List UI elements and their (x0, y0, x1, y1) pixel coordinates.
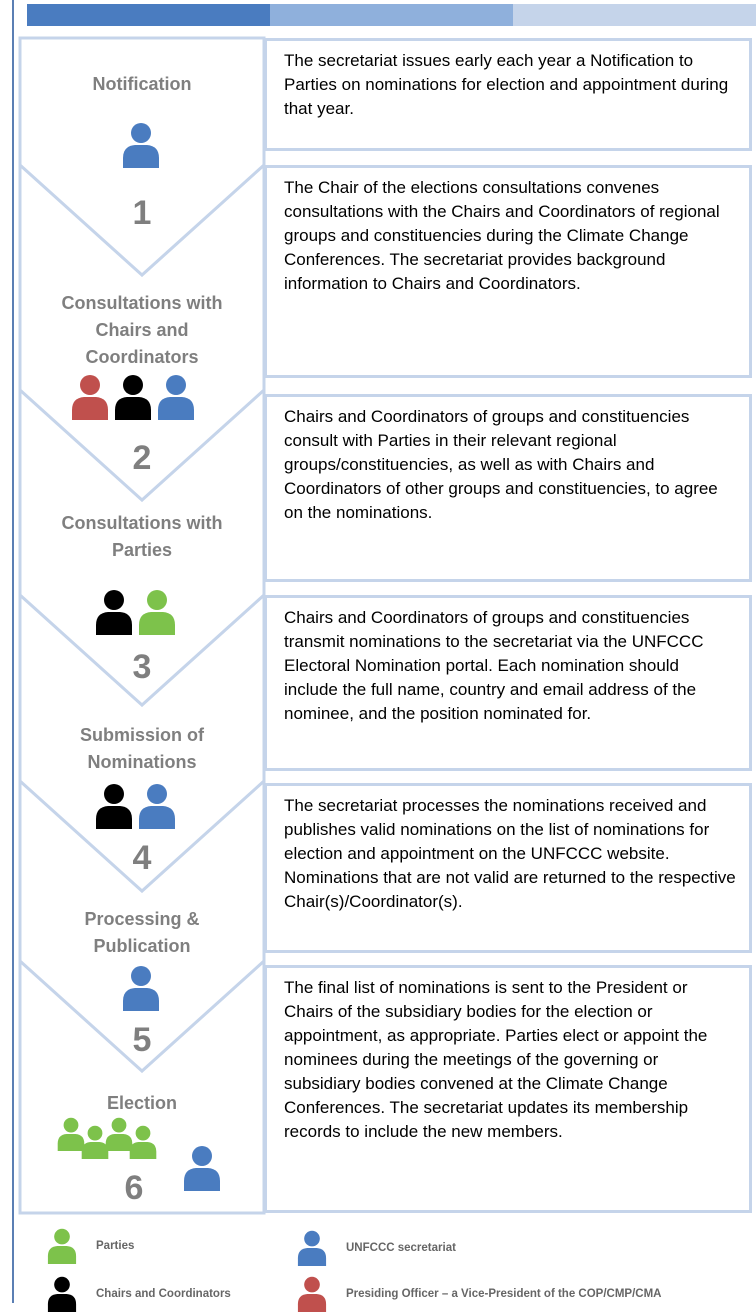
stage-number-5: 5 (132, 1021, 152, 1059)
step-text-5b: Nominations that are not valid are retur… (284, 868, 736, 911)
step-text-5a: The secretariat processes the nomination… (284, 796, 710, 863)
legend-item-unfccc-secretariat: UNFCCC secretariat (296, 1230, 456, 1266)
unfccc-secretariat-person-icon (123, 966, 159, 1011)
presiding-officer-person-icon (72, 375, 108, 420)
chairs-coordinators-person-icon (115, 375, 151, 420)
step-text-2: The Chair of the elections consultations… (284, 178, 720, 293)
chairs-coordinators-person-icon (96, 784, 132, 829)
stage-number-1: 1 (132, 194, 152, 232)
step-description-4: Chairs and Coordinators of groups and co… (264, 595, 752, 771)
stage-title-1: Notification (92, 74, 192, 94)
header-bar-segment-1 (27, 4, 270, 26)
chairs-coordinators-person-icon (96, 590, 132, 635)
unfccc-secretariat-person-icon (139, 784, 175, 829)
step-text-6: The final list of nominations is sent to… (284, 978, 708, 1141)
stage-title-5: Processing & Publication (84, 909, 200, 956)
parties-person-icon (129, 1125, 157, 1159)
unfccc-secretariat-person-icon (184, 1146, 220, 1191)
stage-icons-2 (70, 374, 196, 420)
stage-number-2: 2 (132, 439, 152, 477)
legend-label-chairs-and-coordinators: Chairs and Coordinators (96, 1288, 231, 1300)
header-color-bar (27, 4, 756, 26)
unfccc-secretariat-person-icon (297, 1230, 327, 1266)
stage-icons-3 (94, 589, 177, 635)
presiding-officer-person-icon (297, 1276, 327, 1312)
chairs-coordinators-person-icon (47, 1276, 77, 1312)
parties-person-icon (57, 1117, 85, 1151)
header-bar-segment-2 (270, 4, 513, 26)
left-frame-line (12, 0, 14, 1303)
step-description-3: Chairs and Coordinators of groups and co… (264, 394, 752, 582)
legend-label-unfccc-secretariat: UNFCCC secretariat (346, 1242, 456, 1254)
step-description-2: The Chair of the elections consultations… (264, 165, 752, 378)
step-description-1: The secretariat issues early each year a… (264, 38, 752, 151)
step-text-3: Chairs and Coordinators of groups and co… (284, 407, 718, 522)
unfccc-secretariat-person-icon (123, 123, 159, 168)
legend-label-presiding-officer: Presiding Officer – a Vice-President of … (346, 1288, 662, 1300)
stage-title-6: Election (106, 1093, 177, 1113)
chairs-coordinators-person-icon (46, 1276, 78, 1312)
step-description-5: The secretariat processes the nomination… (264, 783, 752, 953)
stage-title-3: Consultations with Parties (61, 513, 223, 560)
stage-title-4: Submission of Nominations (79, 725, 204, 772)
parties-person-icon (139, 590, 175, 635)
stage-number-6: 6 (124, 1169, 144, 1207)
stage-icons-5 (121, 965, 161, 1011)
stage-number-4: 4 (132, 839, 152, 877)
legend-label-parties: Parties (96, 1240, 135, 1252)
step-description-6: The final list of nominations is sent to… (264, 965, 752, 1213)
stage-icons-4 (94, 783, 177, 829)
presiding-officer-person-icon (296, 1276, 328, 1312)
step-text-4: Chairs and Coordinators of groups and co… (284, 608, 704, 723)
stage-icons-1 (121, 122, 161, 168)
parties-person-icon (47, 1228, 77, 1264)
legend-item-presiding-officer: Presiding Officer – a Vice-President of … (296, 1276, 661, 1312)
parties-person-icon (105, 1117, 133, 1151)
legend-item-parties: Parties (46, 1228, 134, 1264)
step-text-1: The secretariat issues early each year a… (284, 51, 729, 118)
stage-number-3: 3 (132, 648, 152, 686)
stage-title-2: Consultations with Chairs and Coordinato… (61, 293, 223, 367)
legend-item-chairs-and-coordinators: Chairs and Coordinators (46, 1276, 231, 1312)
parties-person-icon (46, 1228, 78, 1264)
header-bar-segment-3 (513, 4, 756, 26)
unfccc-secretariat-person-icon (158, 375, 194, 420)
unfccc-secretariat-person-icon (296, 1230, 328, 1266)
stage-icons-6 (56, 1117, 222, 1191)
parties-person-icon (81, 1125, 109, 1159)
